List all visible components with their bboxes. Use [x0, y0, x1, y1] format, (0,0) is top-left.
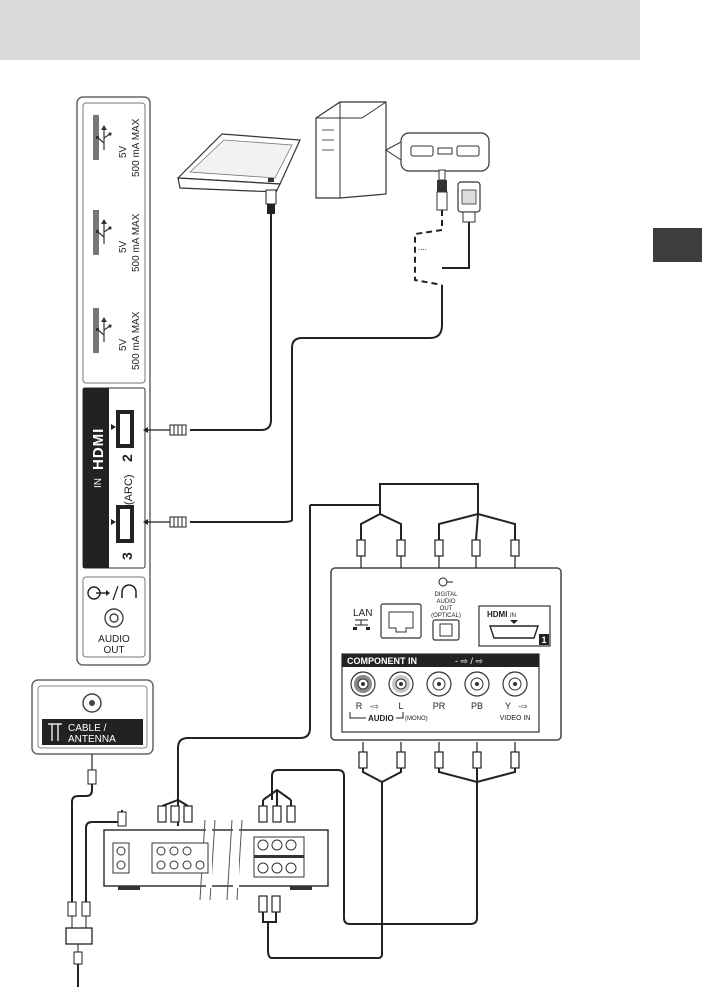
hdmi-panel: HDMI IN 2 (ARC) 3: [82, 387, 146, 569]
lan-port[interactable]: [380, 603, 422, 639]
jack-label-l: L: [398, 701, 403, 711]
header-banner: [0, 0, 640, 60]
usb-current-1: 500 mA MAX: [131, 118, 142, 177]
usb-voltage-1: 5V: [118, 145, 129, 158]
jack-audio-r[interactable]: [350, 671, 376, 697]
antenna-icon: [48, 723, 62, 741]
antenna-jack[interactable]: [82, 693, 102, 713]
hdmi-3-plug: [143, 516, 187, 528]
usb-port-3[interactable]: 5V 500 mA MAX: [93, 308, 142, 370]
hdmi-port-3-number: 3: [119, 552, 135, 560]
audio-out-label-1: AUDIO: [98, 634, 130, 645]
jack-label-r: R: [356, 701, 363, 711]
audio-out-label-2: OUT: [103, 645, 124, 656]
pc-vga-plug: [457, 181, 481, 223]
audio-bracket-label: AUDIO: [368, 714, 394, 723]
laptop-hdmi-cable: [190, 200, 272, 431]
laptop-icon: [176, 133, 301, 193]
rear-hdmi-logo: HDMI: [487, 610, 507, 619]
hdmi-port-3[interactable]: (ARC) 3: [111, 474, 135, 560]
component-in-symbols: - ⇨ / ⇨: [455, 656, 484, 666]
optical-port[interactable]: [432, 619, 460, 641]
hdmi-logo: HDMI: [90, 428, 107, 470]
pc-hdmi-plug: [436, 169, 448, 211]
hdmi-in-label: IN: [93, 478, 104, 488]
jack-label-y-arrow: -⇨: [518, 702, 528, 711]
tv-rear-panel: LAN DIGITAL AUDIO OUT (OPTICAL) HDMI: [330, 567, 562, 741]
jack-label-y: Y: [505, 701, 511, 711]
jack-label-r-arrow: -⇨: [369, 702, 379, 711]
rear-hdmi-in-label: IN: [510, 613, 516, 619]
hdmi-port-1[interactable]: HDMI IN 1: [478, 605, 551, 647]
jack-pb[interactable]: [464, 671, 490, 697]
chapter-tab: [653, 228, 702, 262]
hdmi-arc-label: (ARC): [123, 474, 135, 505]
pc-hdmi-cable: [190, 519, 293, 523]
tv-side-panel: 5V 500 mA MAX 5V 500 mA MAX: [76, 96, 151, 666]
digital-audio-label-1: DIGITAL: [435, 592, 459, 598]
jack-label-pr: PR: [433, 701, 446, 711]
usb-port-1[interactable]: 5V 500 mA MAX: [93, 115, 142, 177]
pc-adapter-outline: [414, 210, 443, 286]
usb-voltage-3: 5V: [118, 338, 129, 351]
jack-label-pb: PB: [471, 701, 483, 711]
usb-port-2[interactable]: 5V 500 mA MAX: [93, 210, 142, 272]
hdmi-port-1-number: 1: [541, 635, 546, 645]
lan-icon: [353, 619, 370, 630]
usb-voltage-2: 5V: [118, 240, 129, 253]
pc-adapter-dots: ....: [418, 243, 427, 252]
digital-audio-label-2: AUDIO: [436, 599, 455, 605]
antenna-cable: [65, 754, 127, 987]
lan-label: LAN: [353, 608, 372, 619]
laptop-hdmi-plug: [265, 189, 277, 214]
audio-out-port[interactable]: AUDIO OUT: [82, 576, 146, 658]
rear-bottom-plugs: [267, 742, 520, 959]
digital-audio-label-3: OUT: [440, 606, 453, 612]
antenna-label-1: CABLE /: [68, 723, 107, 734]
rear-top-plugs: [177, 483, 520, 826]
usb-current-2: 500 mA MAX: [131, 213, 142, 272]
headphone-icon: [87, 584, 137, 601]
hdmi-port-2[interactable]: 2: [111, 410, 135, 462]
pc-tower-icon: [315, 101, 387, 199]
component-in-label: COMPONENT IN: [347, 656, 417, 666]
jack-audio-l[interactable]: [388, 671, 414, 697]
usb-icon: [96, 317, 112, 342]
jack-pr[interactable]: [426, 671, 452, 697]
jack-label-video-in: VIDEO IN: [500, 715, 531, 722]
digital-audio-label-4: (OPTICAL): [431, 613, 461, 619]
antenna-panel: CABLE / ANTENNA: [31, 679, 154, 755]
jack-y[interactable]: [502, 671, 528, 697]
usb-icon: [96, 125, 112, 150]
set-top-box: [103, 819, 329, 901]
usb-current-3: 500 mA MAX: [131, 311, 142, 370]
stb-plugs: [157, 788, 296, 923]
jack-label-mono: (MONO): [405, 716, 428, 722]
optical-icon: [438, 577, 453, 587]
pc-connector-callout: [385, 132, 490, 172]
antenna-label-2: ANTENNA: [68, 734, 116, 745]
usb-icon: [96, 219, 112, 244]
hdmi-2-plug: [143, 424, 187, 436]
hdmi-port-2-number: 2: [119, 454, 135, 462]
